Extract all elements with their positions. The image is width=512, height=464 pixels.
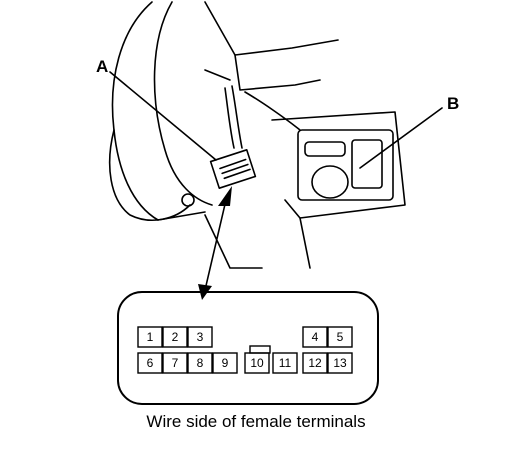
callout-a-label: A [96, 57, 109, 76]
pointer-arrow-head [218, 186, 232, 206]
pin-label-9: 9 [221, 356, 229, 370]
switch-knob [311, 165, 349, 199]
switch-slot [304, 141, 346, 157]
wire-harness-1 [224, 87, 235, 149]
pin-cell-3 [187, 326, 213, 348]
dash-shelf [204, 69, 231, 81]
pin-cell-12 [302, 352, 328, 374]
switch-panel-b-frame [297, 129, 394, 201]
diagram-caption: Wire side of female terminals [146, 412, 366, 431]
socket-b [351, 139, 383, 189]
connector-a-body [209, 149, 257, 189]
pin-cell-7 [162, 352, 188, 374]
pin-label-13: 13 [333, 356, 347, 370]
pin-label-2: 2 [171, 330, 179, 344]
callout-b-label: B [447, 94, 460, 113]
center-console-edge [299, 217, 311, 269]
pin-label-8: 8 [196, 356, 204, 370]
pin-label-1: 1 [146, 330, 154, 344]
knee-panel [204, 214, 263, 269]
pin-cell-6 [137, 352, 163, 374]
pin-label-5: 5 [336, 330, 344, 344]
pin-cell-11 [272, 352, 298, 374]
steering-column-lower [108, 129, 191, 221]
dash-upper-panel [234, 54, 321, 91]
pin-label-10: 10 [250, 356, 264, 370]
pin-label-7: 7 [171, 356, 179, 370]
pin-cell-1 [137, 326, 163, 348]
steering-column-inner [153, 1, 213, 206]
pin-label-11: 11 [278, 356, 292, 370]
lower-dash-line [157, 211, 206, 221]
pin-cell-4 [302, 326, 328, 348]
pin-label-6: 6 [146, 356, 154, 370]
connector-pinout-frame [117, 291, 379, 405]
pin-cell-9 [212, 352, 238, 374]
pin-cell-13 [327, 352, 353, 374]
wire-harness-3 [244, 91, 301, 131]
leader-line-b [359, 107, 443, 169]
connector-a-ribs [219, 158, 251, 180]
pin-cell-5 [327, 326, 353, 348]
connector-lock-tab [249, 345, 271, 354]
trim-panel-edge [271, 111, 406, 219]
pin-cell-8 [187, 352, 213, 374]
pin-cell-2 [162, 326, 188, 348]
pin-label-12: 12 [308, 356, 322, 370]
pointer-arrow-shaft [204, 199, 227, 291]
dash-top-edge [204, 1, 339, 56]
steering-column-outline [111, 1, 159, 221]
leader-line-a [109, 71, 217, 161]
pin-label-4: 4 [311, 330, 319, 344]
wire-harness-2 [231, 85, 243, 149]
panel-screw-left [181, 193, 195, 207]
pin-label-3: 3 [196, 330, 204, 344]
